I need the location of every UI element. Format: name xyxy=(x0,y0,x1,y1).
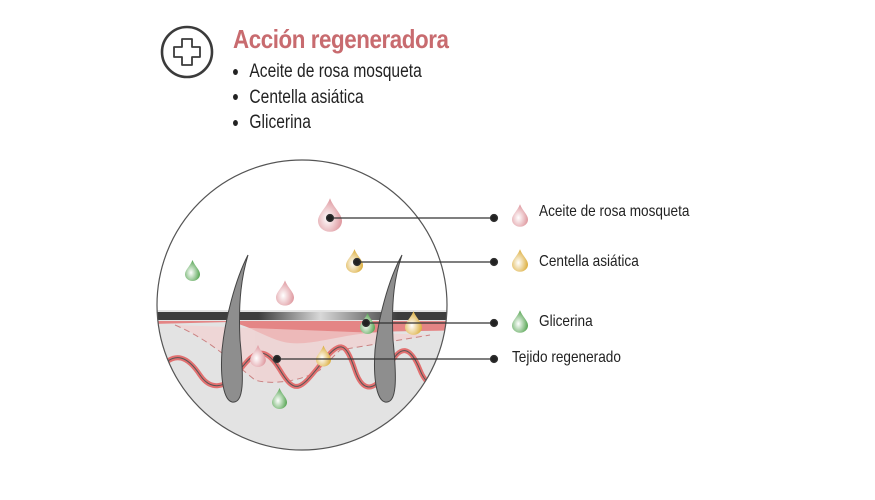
ingredient-item: Glicerina xyxy=(233,110,422,136)
anchor-dot xyxy=(352,257,362,267)
anchor-dot xyxy=(489,213,499,223)
skin-cross-section xyxy=(157,254,447,450)
ingredient-list: Aceite de rosa mosqueta Centella asiátic… xyxy=(233,59,463,136)
green-drop-icon xyxy=(512,310,528,333)
green-drop-icon xyxy=(185,260,200,281)
ingredient-item: Aceite de rosa mosqueta xyxy=(233,59,422,85)
anchor-dot xyxy=(325,213,335,223)
ingredient-item: Centella asiática xyxy=(233,85,422,111)
anchor-dot xyxy=(489,257,499,267)
legend-label-glycerin: Glicerina xyxy=(539,313,593,330)
legend-label-rosehip-oil: Aceite de rosa mosqueta xyxy=(539,203,690,220)
pink-drop-icon xyxy=(512,204,528,227)
leader-lines xyxy=(272,213,499,364)
bullet-icon xyxy=(233,68,238,75)
anchor-dot xyxy=(489,318,499,328)
epidermis-layer xyxy=(157,312,447,320)
legend-label-centella: Centella asiática xyxy=(539,253,639,270)
bullet-icon xyxy=(233,94,238,101)
anchor-dot xyxy=(361,318,371,328)
bullet-icon xyxy=(233,119,238,126)
medical-cross-icon xyxy=(160,25,214,79)
pink-drop-icon xyxy=(276,280,294,306)
yellow-drop-icon xyxy=(512,249,528,272)
section-title: Acción regeneradora xyxy=(233,24,449,54)
anchor-dot xyxy=(272,354,282,364)
legend-label-regenerated-tissue: Tejido regenerado xyxy=(512,349,621,366)
hair-follicle-left xyxy=(221,254,249,403)
magnifier-circle xyxy=(156,159,448,451)
anchor-dot xyxy=(489,354,499,364)
hair-follicle-right xyxy=(374,254,403,403)
